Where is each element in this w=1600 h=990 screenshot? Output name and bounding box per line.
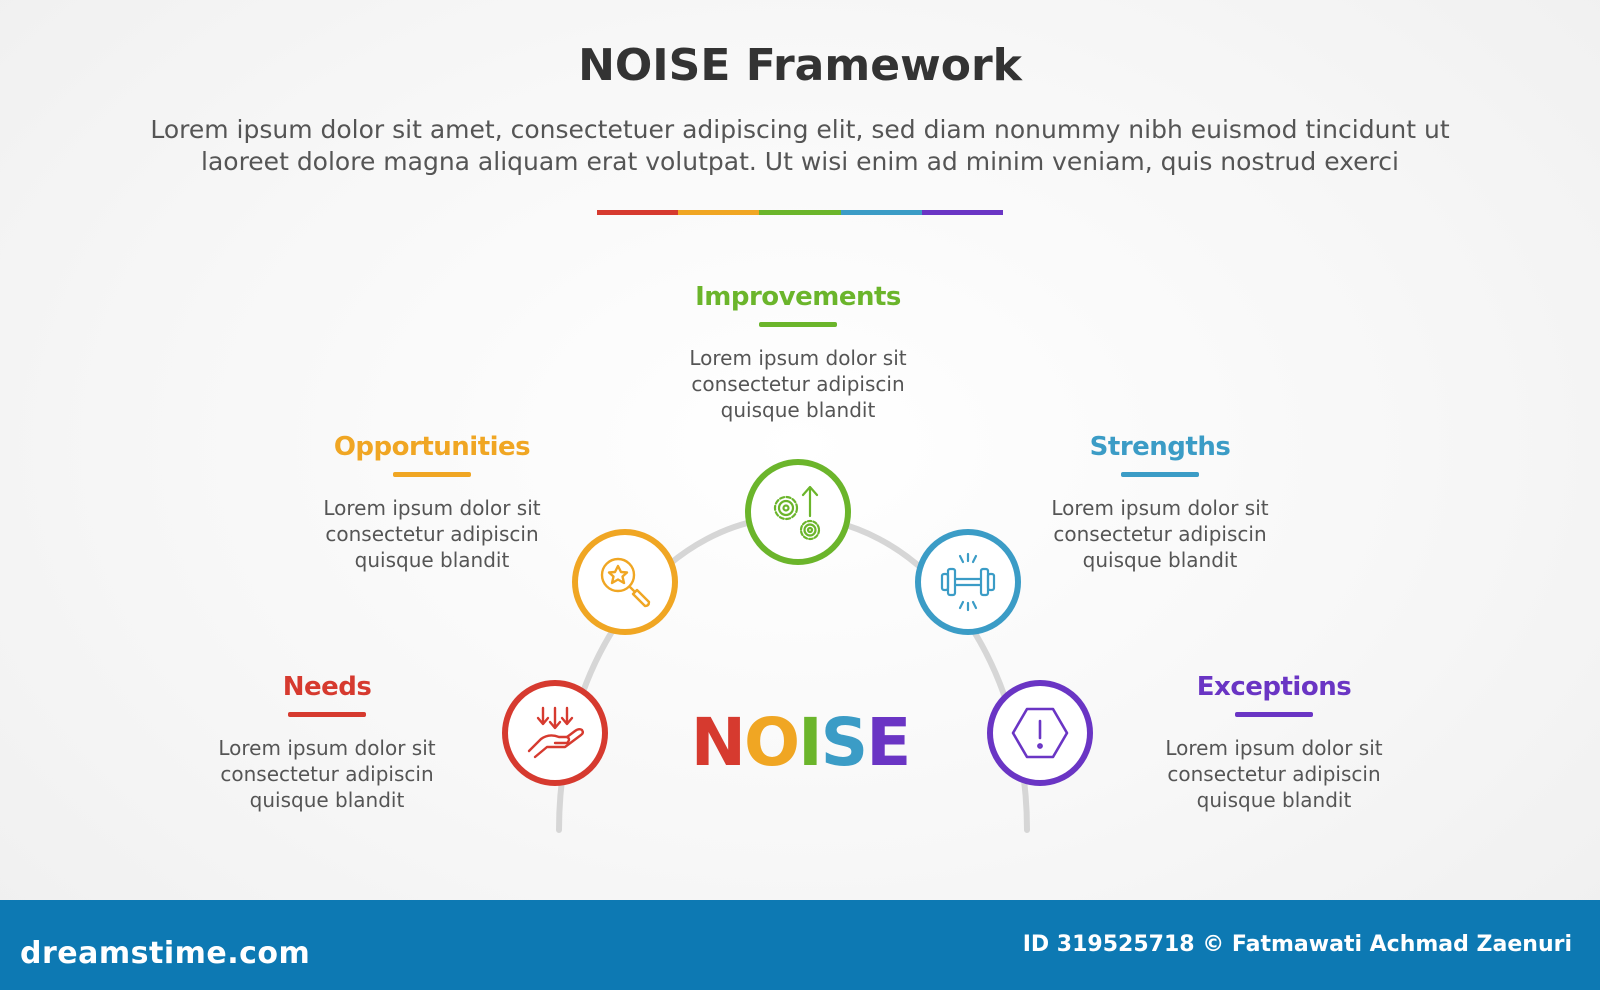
footer-site-logo[interactable]: dreamstime.com bbox=[20, 936, 311, 971]
step-underline-strengths bbox=[1121, 472, 1199, 477]
desc-line: quisque blandit bbox=[1082, 548, 1238, 572]
step-circle-improvements bbox=[745, 459, 851, 565]
hexagon-exclamation-icon bbox=[1011, 707, 1069, 759]
step-underline-opportunities bbox=[393, 472, 471, 477]
step-circle-strengths bbox=[915, 529, 1021, 635]
footer-bar: dreamstime.com ID 319525718 © Fatmawati … bbox=[0, 900, 1600, 990]
noise-arc-diagram bbox=[502, 459, 1093, 833]
divider-segment-needs bbox=[597, 210, 679, 215]
desc-line: Lorem ipsum dolor sit bbox=[689, 346, 907, 370]
letter-s: S bbox=[820, 704, 869, 781]
step-title-needs: Needs bbox=[282, 672, 372, 702]
desc-line: consectetur adipiscin bbox=[220, 762, 434, 786]
letter-e: E bbox=[866, 704, 911, 781]
rainbow-divider bbox=[597, 210, 1004, 215]
subtitle-line-1: Lorem ipsum dolor sit amet, consectetuer… bbox=[150, 115, 1450, 144]
step-circle-needs bbox=[502, 680, 608, 786]
desc-line: consectetur adipiscin bbox=[691, 372, 905, 396]
step-underline-exceptions bbox=[1235, 712, 1313, 717]
letter-o: O bbox=[743, 704, 800, 781]
letter-n: N bbox=[690, 704, 746, 781]
step-strengths: Strengths Lorem ipsum dolor sit consecte… bbox=[1010, 432, 1310, 573]
step-title-opportunities: Opportunities bbox=[333, 432, 531, 462]
step-opportunities: Opportunities Lorem ipsum dolor sit cons… bbox=[282, 432, 582, 573]
step-title-improvements: Improvements bbox=[695, 282, 901, 312]
step-exceptions: Exceptions Lorem ipsum dolor sit consect… bbox=[1124, 672, 1424, 813]
hand-receiving-arrows-icon bbox=[527, 706, 584, 759]
page-subtitle: Lorem ipsum dolor sit amet, consectetuer… bbox=[120, 114, 1480, 178]
step-desc-strengths: Lorem ipsum dolor sit consectetur adipis… bbox=[1010, 495, 1310, 573]
gears-arrow-up-icon bbox=[773, 485, 821, 541]
page-title: NOISE Framework bbox=[578, 40, 1022, 91]
desc-line: consectetur adipiscin bbox=[1167, 762, 1381, 786]
letter-i: I bbox=[798, 704, 823, 781]
dumbbell-icon bbox=[940, 552, 996, 612]
noise-acronym: NOISE bbox=[640, 708, 960, 778]
desc-line: Lorem ipsum dolor sit bbox=[323, 496, 541, 520]
step-desc-improvements: Lorem ipsum dolor sit consectetur adipis… bbox=[648, 345, 948, 423]
desc-line: quisque blandit bbox=[720, 398, 876, 422]
step-circle-opportunities bbox=[572, 529, 678, 635]
subtitle-line-2: laoreet dolore magna aliquam erat volutp… bbox=[201, 147, 1399, 176]
step-desc-opportunities: Lorem ipsum dolor sit consectetur adipis… bbox=[282, 495, 582, 573]
desc-line: quisque blandit bbox=[249, 788, 405, 812]
step-title-exceptions: Exceptions bbox=[1196, 672, 1352, 702]
step-desc-exceptions: Lorem ipsum dolor sit consectetur adipis… bbox=[1124, 735, 1424, 813]
step-needs: Needs Lorem ipsum dolor sit consectetur … bbox=[177, 672, 477, 813]
desc-line: Lorem ipsum dolor sit bbox=[218, 736, 436, 760]
divider-segment-strengths bbox=[840, 210, 922, 215]
step-desc-needs: Lorem ipsum dolor sit consectetur adipis… bbox=[177, 735, 477, 813]
divider-segment-opportunities bbox=[678, 210, 760, 215]
step-title-strengths: Strengths bbox=[1089, 432, 1231, 462]
step-underline-needs bbox=[288, 712, 366, 717]
desc-line: quisque blandit bbox=[1196, 788, 1352, 812]
desc-line: Lorem ipsum dolor sit bbox=[1165, 736, 1383, 760]
desc-line: consectetur adipiscin bbox=[1053, 522, 1267, 546]
divider-segment-improvements bbox=[759, 210, 841, 215]
step-improvements: Improvements Lorem ipsum dolor sit conse… bbox=[648, 282, 948, 423]
desc-line: Lorem ipsum dolor sit bbox=[1051, 496, 1269, 520]
desc-line: quisque blandit bbox=[354, 548, 510, 572]
footer-credit: ID 319525718 © Fatmawati Achmad Zaenuri bbox=[1022, 932, 1572, 957]
divider-segment-exceptions bbox=[921, 210, 1004, 215]
magnifier-star-icon bbox=[600, 557, 651, 608]
step-underline-improvements bbox=[759, 322, 837, 327]
step-circle-exceptions bbox=[987, 680, 1093, 786]
desc-line: consectetur adipiscin bbox=[325, 522, 539, 546]
